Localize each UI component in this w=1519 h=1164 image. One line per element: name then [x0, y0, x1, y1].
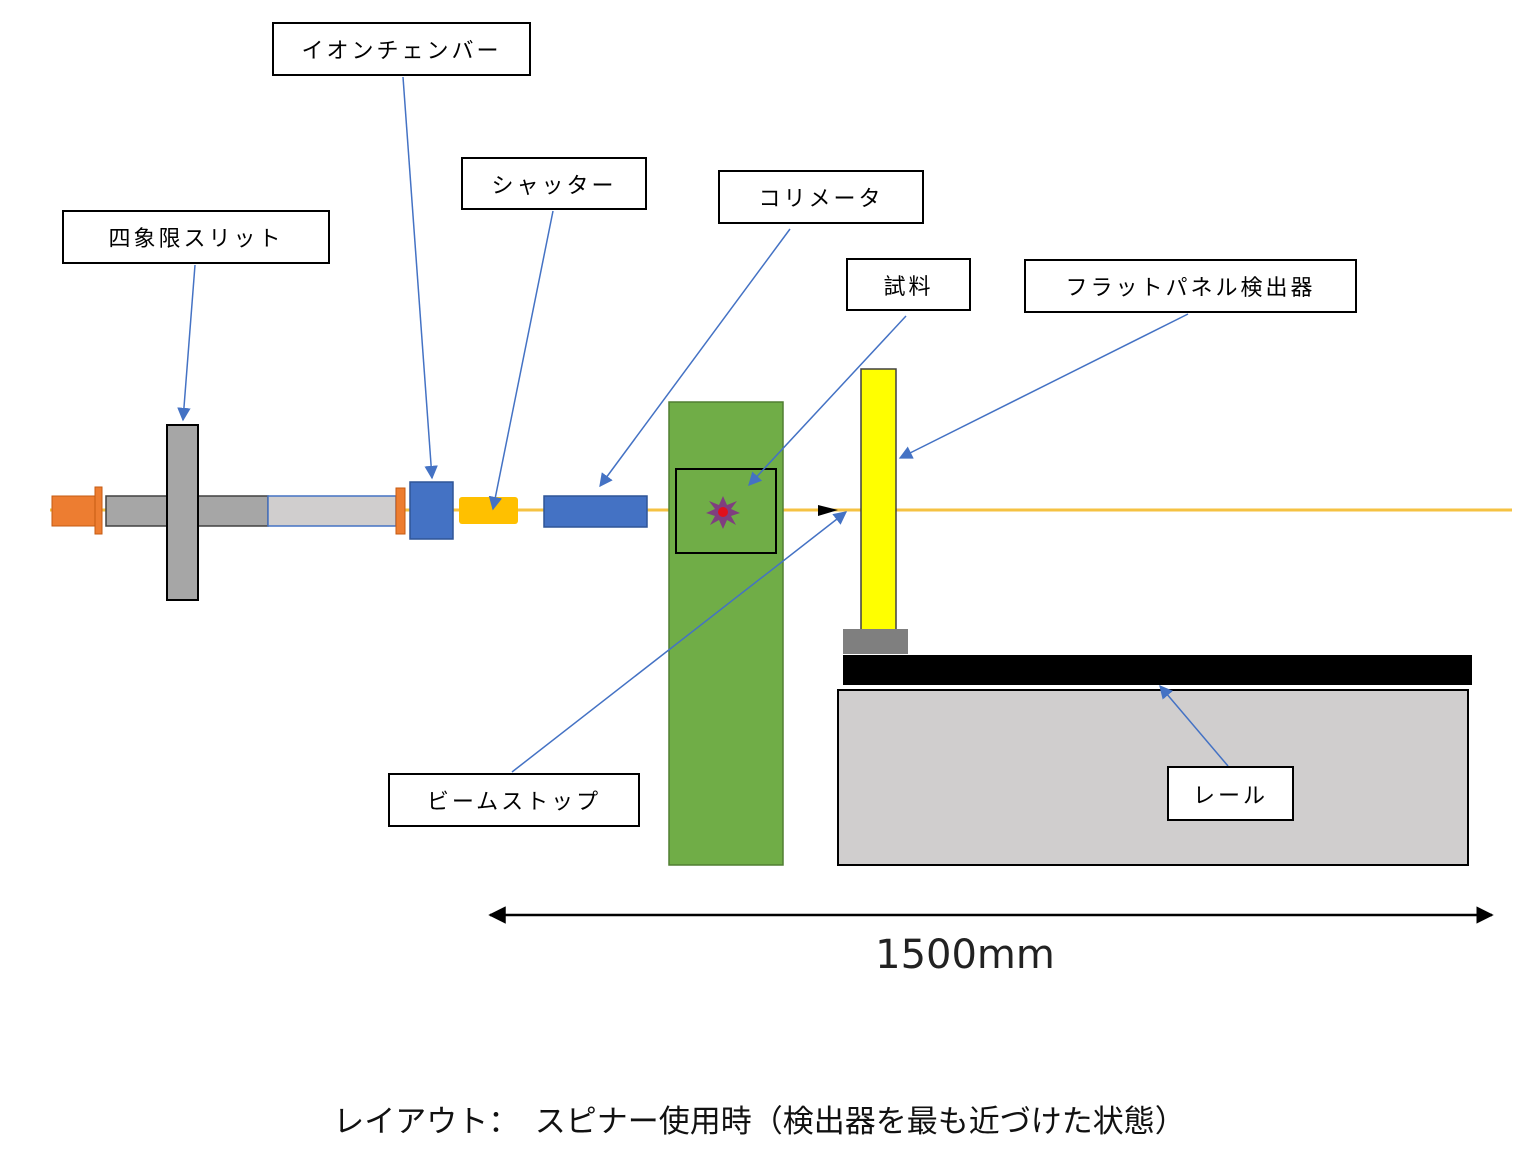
rail	[843, 655, 1472, 685]
source-flange	[51, 495, 99, 527]
sample-frame	[675, 468, 777, 554]
quadrant-slit	[166, 424, 199, 601]
layout-caption: レイアウト： スピナー使用時（検出器を最も近づけた状態）	[333, 1104, 1186, 1140]
collimator	[543, 495, 648, 528]
arrow-ion-chamber	[402, 76, 438, 480]
arrow-sample	[748, 315, 907, 486]
arrow-collimator	[599, 228, 791, 488]
beam-stop	[818, 505, 838, 516]
sample-stage	[668, 401, 784, 866]
label-collimator: コリメータ	[718, 170, 924, 224]
label-flat-panel-detector: フラットパネル検出器	[1024, 259, 1357, 313]
source-flange-ring	[94, 486, 103, 535]
arrow-beam-stop	[511, 511, 848, 773]
label-shutter: シャッター	[461, 157, 647, 210]
arrow-quadrant-slit	[177, 264, 196, 422]
rail-table	[837, 689, 1469, 866]
label-rail: レール	[1167, 766, 1294, 821]
label-sample: 試料	[846, 258, 971, 311]
shutter	[459, 497, 518, 524]
label-quadrant-slit: 四象限スリット	[62, 210, 330, 264]
label-beam-stop: ビームストップ	[388, 773, 640, 827]
flat-panel-detector	[860, 368, 897, 632]
beam-pipe-light	[267, 495, 397, 527]
pipe-flange	[395, 487, 406, 535]
arrow-shutter	[488, 210, 554, 511]
dimension-label: 1500mm	[875, 932, 1055, 978]
detector-base	[843, 629, 908, 654]
arrow-flat-panel-detector	[898, 313, 1189, 459]
arrow-rail	[1159, 684, 1229, 767]
ion-chamber	[409, 481, 454, 540]
label-ion-chamber: イオンチェンバー	[272, 22, 531, 76]
sample-icon	[718, 507, 728, 517]
